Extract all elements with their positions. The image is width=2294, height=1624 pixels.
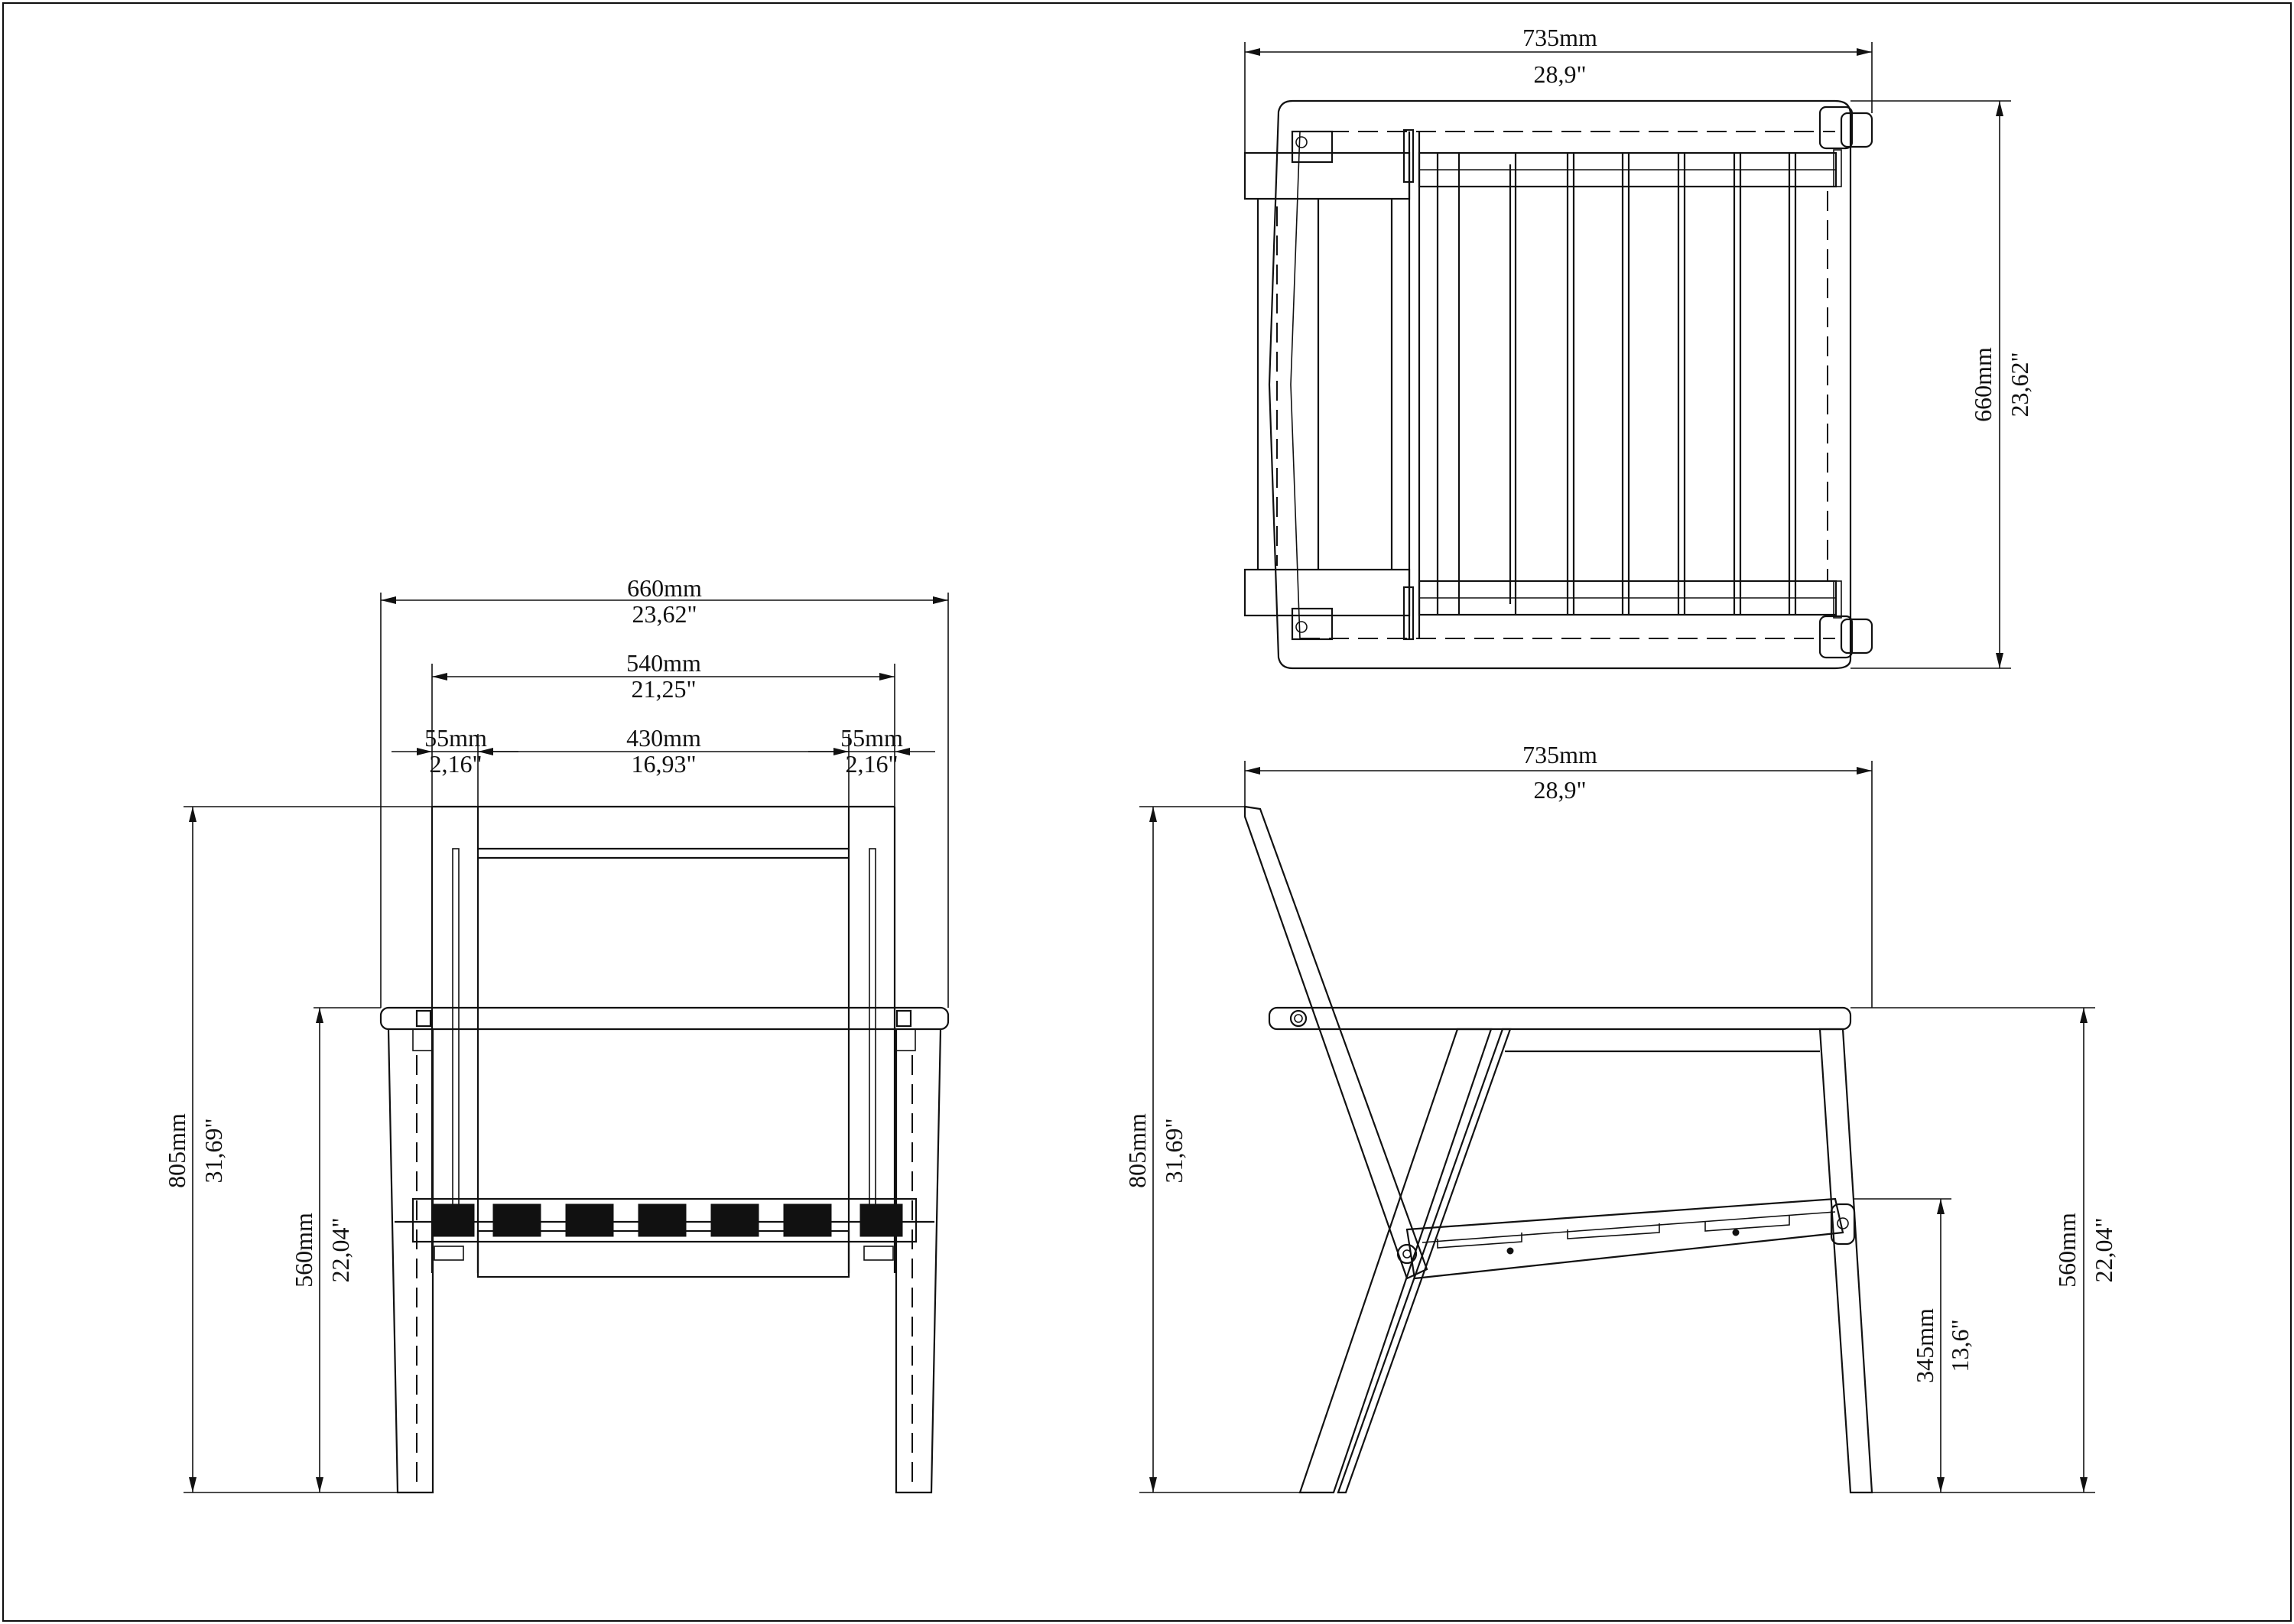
- seat-webbing: [431, 1203, 903, 1237]
- top-view: 735mm 28,9" 660mm 23,62": [1243, 24, 2033, 670]
- front-inner-width-mm: 430mm: [626, 724, 701, 752]
- side-seat-height-in: 13,6": [1946, 1319, 1974, 1372]
- side-total-height-mm: 805mm: [1123, 1113, 1151, 1188]
- top-width-in: 23,62": [2006, 352, 2033, 417]
- front-frame-width-in: 21,25": [631, 675, 696, 703]
- side-depth-mm: 735mm: [1522, 741, 1597, 768]
- side-total-height-in: 31,69": [1160, 1118, 1188, 1183]
- front-total-height-in: 31,69": [200, 1118, 227, 1183]
- front-right-leg-mm: 55mm: [840, 724, 903, 752]
- front-right-leg-in: 2,16": [845, 750, 898, 778]
- top-depth-in: 28,9": [1533, 60, 1586, 88]
- front-arm-height-in: 22,04": [327, 1217, 354, 1282]
- front-overall-width-in: 23,62": [632, 600, 697, 628]
- front-left-leg-mm: 55mm: [424, 724, 487, 752]
- front-total-height-mm: 805mm: [163, 1113, 190, 1188]
- side-arm-height-in: 22,04": [2090, 1217, 2117, 1282]
- front-overall-width-mm: 660mm: [627, 574, 702, 602]
- side-arm-height-mm: 560mm: [2053, 1213, 2081, 1288]
- front-frame-width-mm: 540mm: [626, 649, 701, 677]
- front-left-leg-in: 2,16": [429, 750, 482, 778]
- seat-slats: [1436, 153, 1797, 615]
- side-seat-height-mm: 345mm: [1911, 1308, 1938, 1383]
- top-depth-mm: 735mm: [1522, 24, 1597, 51]
- front-inner-width-in: 16,93": [631, 750, 696, 778]
- side-view: 735mm 28,9" 805mm 31,69" 345mm 13,6" 560…: [1123, 741, 2117, 1494]
- front-arm-height-mm: 560mm: [290, 1213, 317, 1288]
- top-width-mm: 660mm: [1969, 347, 1997, 422]
- front-view: 660mm 23,62" 540mm 21,25" 55mm 2,16" 430…: [163, 574, 950, 1494]
- side-depth-in: 28,9": [1533, 776, 1586, 804]
